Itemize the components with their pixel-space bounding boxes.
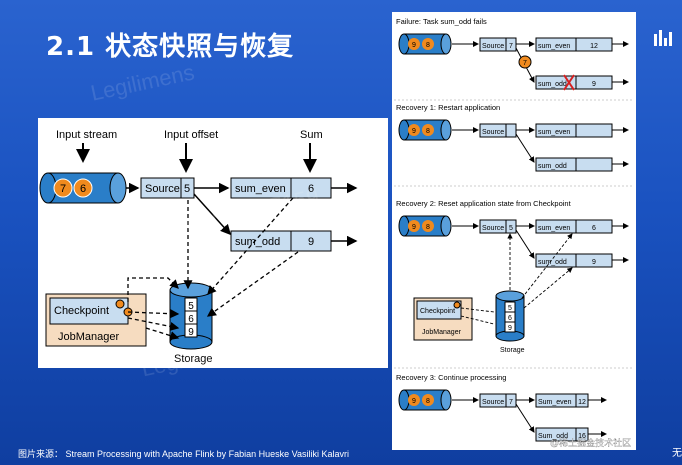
juejin-watermark: @稀土掘金技术社区 <box>550 437 631 448</box>
image-source-caption: 图片来源： Stream Processing with Apache Flin… <box>18 449 349 459</box>
storage-cylinder: 5 6 9 <box>169 282 213 350</box>
svg-text:Storage: Storage <box>500 347 525 354</box>
inflight-record <box>518 55 532 69</box>
section-title: Recovery 2: Reset application state from… <box>396 199 572 208</box>
queue-item: 7 <box>60 183 66 195</box>
svg-text:7: 7 <box>509 43 513 50</box>
sum-label: Sum <box>300 129 323 141</box>
sum-even-label: sum_even <box>235 183 286 195</box>
source-offset: 5 <box>184 183 190 195</box>
section-title: Failure: Task sum_odd fails <box>396 17 487 26</box>
svg-text:9: 9 <box>412 224 416 231</box>
storage-value: 6 <box>188 314 194 325</box>
edge-text: 无 <box>672 448 682 459</box>
queue-s1: 9 8 <box>398 33 452 55</box>
svg-text:12: 12 <box>590 43 598 50</box>
input-queue: 7 6 <box>39 172 127 204</box>
svg-text:9: 9 <box>508 325 512 332</box>
svg-text:9: 9 <box>412 42 416 49</box>
svg-text:5: 5 <box>509 225 513 232</box>
svg-text:8: 8 <box>426 398 430 405</box>
left-diagram: Input stream Input offset Sum 7 6 Source… <box>39 129 358 365</box>
checkpoint-icon <box>115 299 125 309</box>
svg-text:9: 9 <box>592 259 596 266</box>
sum-odd-label: sum_odd <box>235 236 280 248</box>
svg-text:9: 9 <box>412 128 416 135</box>
slide-title: 2.1 状态快照与恢复 <box>46 32 295 62</box>
right-diagram: Failure: Task sum_odd fails 9 8 Source 7… <box>394 17 632 448</box>
svg-text:9: 9 <box>412 398 416 405</box>
svg-text:sum_odd: sum_odd <box>538 81 567 88</box>
svg-text:6: 6 <box>508 315 512 322</box>
storage-cylinder-s3: 5 6 9 <box>495 290 525 342</box>
svg-text:Checkpoint: Checkpoint <box>420 308 455 315</box>
svg-text:8: 8 <box>426 42 430 49</box>
svg-text:Source: Source <box>482 129 504 136</box>
storage-value: 9 <box>188 327 194 338</box>
svg-text:sum_even: sum_even <box>538 129 570 136</box>
queue-s2: 9 8 <box>398 119 452 141</box>
input-stream-label: Input stream <box>56 129 117 141</box>
queue-s3: 9 8 <box>398 215 452 237</box>
svg-text:8: 8 <box>426 128 430 135</box>
left-diagram-panel: Input stream Input offset Sum 7 6 Source… <box>38 118 388 368</box>
input-offset-label: Input offset <box>164 129 218 141</box>
section-title: Recovery 1: Restart application <box>396 103 500 112</box>
svg-text:9: 9 <box>592 81 596 88</box>
storage-label: Storage <box>174 353 213 365</box>
logo-icon <box>654 30 676 53</box>
sum-odd-value: 9 <box>308 236 314 248</box>
svg-text:7: 7 <box>523 60 527 67</box>
svg-text:JobManager: JobManager <box>422 329 462 336</box>
svg-text:12: 12 <box>578 399 586 406</box>
svg-text:5: 5 <box>508 305 512 312</box>
failure-x-icon <box>563 74 575 91</box>
svg-text:sum_even: sum_even <box>538 225 570 232</box>
svg-text:Sum_odd: Sum_odd <box>538 433 568 440</box>
right-diagram-panel: Failure: Task sum_odd fails 9 8 Source 7… <box>392 12 636 450</box>
svg-text:Source: Source <box>482 225 504 232</box>
sum-even-value: 6 <box>308 183 314 195</box>
svg-text:16: 16 <box>578 433 586 440</box>
svg-text:6: 6 <box>592 225 596 232</box>
svg-text:sum_odd: sum_odd <box>538 163 567 170</box>
svg-text:sum_odd: sum_odd <box>538 259 567 266</box>
queue-item: 6 <box>80 183 86 195</box>
checkpoint-dashed-lines <box>127 197 299 341</box>
svg-text:Source: Source <box>482 399 504 406</box>
section-title: Recovery 3: Continue processing <box>396 373 506 382</box>
storage-value: 5 <box>188 301 194 312</box>
svg-text:Sum_even: Sum_even <box>538 399 572 406</box>
svg-text:8: 8 <box>426 224 430 231</box>
checkpoint-label: Checkpoint <box>54 305 109 317</box>
jobmanager-label: JobManager <box>58 331 119 343</box>
svg-text:sum_even: sum_even <box>538 43 570 50</box>
svg-text:7: 7 <box>509 399 513 406</box>
svg-text:Source: Source <box>482 43 504 50</box>
queue-s4: 9 8 <box>398 389 452 411</box>
source-label: Source <box>145 183 180 195</box>
